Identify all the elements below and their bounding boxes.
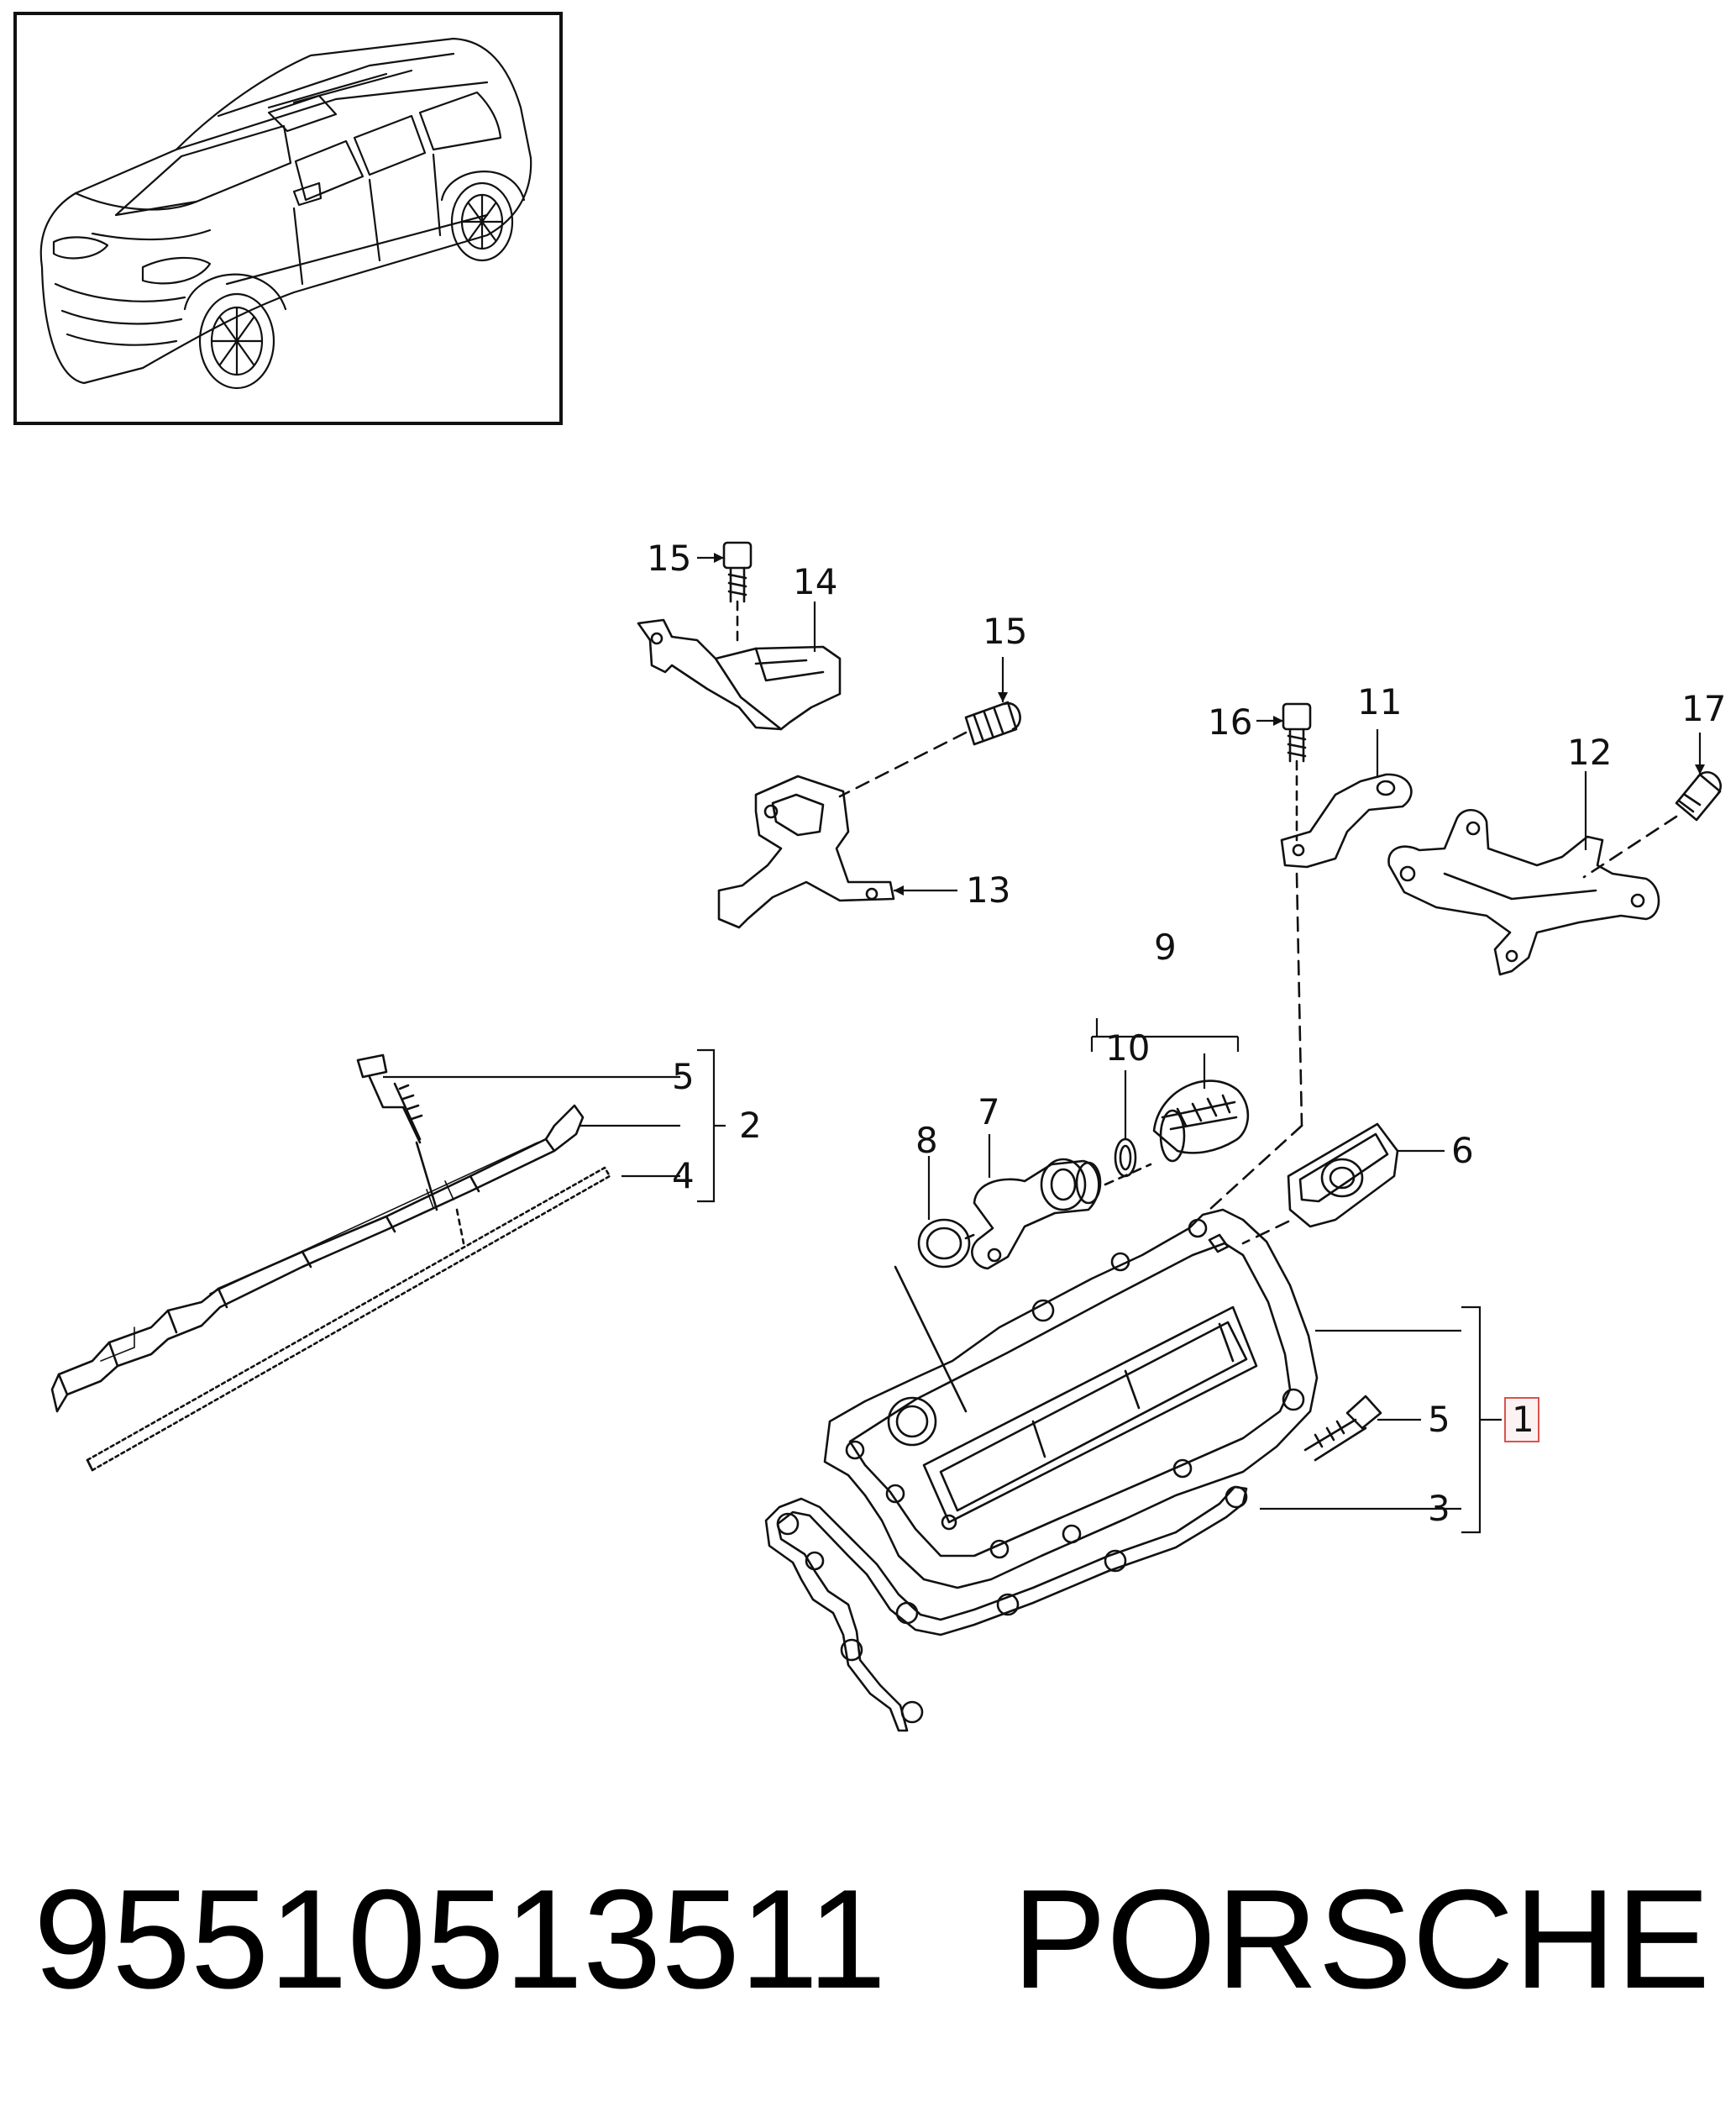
gasket-3 bbox=[766, 1487, 1246, 1731]
gasket-6 bbox=[1243, 1124, 1398, 1243]
cover-2 bbox=[52, 1106, 583, 1411]
footer-caption: 95510513511 PORSCHE bbox=[34, 1846, 1710, 2031]
seal-8 bbox=[919, 1220, 969, 1267]
callout-9: 9 bbox=[1154, 927, 1177, 968]
callout-1-highlight bbox=[1505, 1398, 1539, 1442]
vehicle-illustration bbox=[17, 15, 559, 422]
bolt-15-top bbox=[724, 543, 751, 647]
bolt-5-right bbox=[1305, 1396, 1381, 1460]
gasket-4 bbox=[87, 1168, 610, 1470]
callout-5-right: 5 bbox=[1428, 1399, 1450, 1440]
callout-14: 14 bbox=[793, 561, 837, 602]
callout-11: 11 bbox=[1357, 681, 1402, 722]
callout-15-mid: 15 bbox=[983, 611, 1027, 652]
connector-7 bbox=[972, 1159, 1100, 1269]
part-number: 95510513511 bbox=[34, 1860, 887, 2018]
callout-3: 3 bbox=[1428, 1488, 1450, 1529]
callout-8: 8 bbox=[915, 1120, 938, 1161]
callout-12: 12 bbox=[1567, 732, 1612, 773]
callout-15-top: 15 bbox=[647, 538, 691, 579]
callout-17: 17 bbox=[1681, 688, 1726, 729]
vehicle-thumbnail bbox=[13, 12, 563, 425]
brand-name: PORSCHE bbox=[1012, 1860, 1711, 2018]
bolt-16 bbox=[1283, 704, 1310, 840]
callout-7: 7 bbox=[978, 1091, 1000, 1132]
callout-4: 4 bbox=[672, 1155, 695, 1196]
bolt-5-left bbox=[358, 1055, 464, 1243]
callout-5-left: 5 bbox=[672, 1056, 695, 1097]
valve-cover-1 bbox=[825, 1210, 1317, 1588]
bolt-17 bbox=[1584, 772, 1721, 877]
callout-1: 1 bbox=[1512, 1399, 1534, 1440]
bolt-15-mid bbox=[966, 702, 1020, 744]
callout-2: 2 bbox=[739, 1105, 762, 1146]
bracket-12 bbox=[1388, 810, 1659, 974]
callout-10: 10 bbox=[1105, 1027, 1150, 1069]
bracket-13 bbox=[719, 776, 894, 927]
callout-13: 13 bbox=[966, 869, 1010, 911]
bracket-14 bbox=[638, 620, 840, 729]
callout-16: 16 bbox=[1208, 701, 1252, 743]
cap-9 bbox=[1154, 1081, 1248, 1161]
callout-6: 6 bbox=[1451, 1130, 1474, 1171]
o-ring-10 bbox=[1115, 1139, 1135, 1176]
